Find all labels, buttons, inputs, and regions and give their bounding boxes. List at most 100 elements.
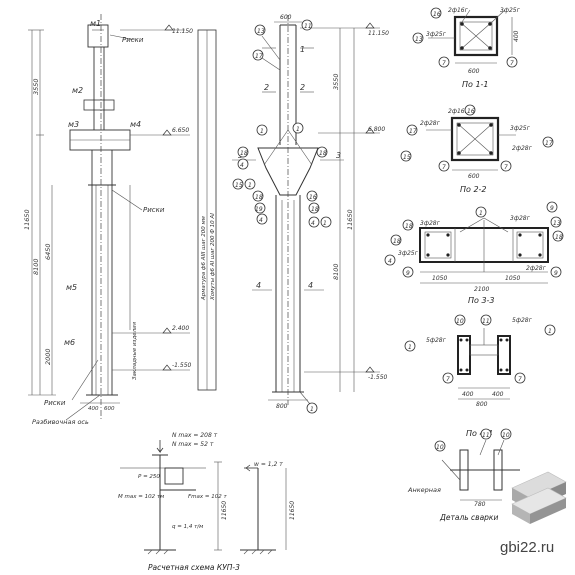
mark-m3: м3	[68, 120, 79, 129]
dim-mid-lower: 8100	[332, 263, 340, 280]
design-scheme-title: Расчетная схема КУП-3	[148, 563, 240, 572]
middle-callouts: 11 13 17 1 1 18 4 18 15 1 18 19 4 16 18 …	[232, 19, 332, 414]
detail-callouts: 10 11 10	[434, 428, 512, 452]
riska-label-mid: Риски	[143, 206, 165, 214]
s4-callout-11: 11	[482, 318, 490, 325]
s4-rebar-b: 5ф28г	[512, 317, 533, 324]
callout-1c: 1	[248, 182, 252, 189]
detail-dim: 780	[474, 501, 486, 508]
s4-callout-7b: 7	[518, 376, 522, 383]
s2-rebar-right: 3ф25г	[510, 125, 531, 132]
cut-label-4a: 4	[256, 281, 261, 290]
dim-col-w2: 600	[104, 406, 115, 412]
cut-label-2a: 2	[300, 83, 305, 92]
riska-label-bottom: Риски	[44, 399, 66, 407]
callout-1b: 1	[296, 126, 300, 133]
s3-width-total: 2100	[474, 286, 489, 293]
section-4-4-title: По 4-4	[466, 429, 493, 438]
s3-width-1: 1050	[432, 275, 447, 282]
elev-top-left: 11.150	[172, 28, 193, 35]
dim-left-b: 2000	[44, 348, 52, 365]
s2-callout-17a: 17	[409, 128, 417, 135]
scheme-fmax: Fmax = 102 т	[188, 494, 227, 500]
callout-4b: 4	[259, 217, 263, 224]
vertical-note-2: Хомуты ф6 АІ шаг 200 Ф 10 АІ	[210, 213, 216, 301]
scheme-nmax: N max = 208 т	[172, 432, 218, 439]
s2-rebar-bottom: 2ф28г	[512, 145, 533, 152]
mark-m5: м5	[66, 283, 77, 292]
s1-callout-13: 13	[415, 36, 423, 43]
s2-rebar-top: 2ф16г	[448, 108, 469, 115]
callout-17a: 17	[255, 53, 263, 60]
dim-mid-top: 600	[280, 14, 292, 21]
s3-rebar-b: 3ф28г	[510, 215, 531, 222]
watermark-logo	[511, 471, 567, 524]
scheme-q: q = 1,4 т/м	[172, 524, 203, 530]
m1-cap	[87, 24, 109, 48]
elev-mid-mid: 6.800	[368, 126, 385, 133]
callout-13a: 13	[257, 28, 265, 35]
callout-18c: 18	[255, 194, 263, 201]
s1-rebar-right: 3ф25г	[500, 7, 521, 14]
s2-callout-16: 16	[467, 108, 475, 115]
dim-left-lower: 8100	[32, 258, 40, 275]
mark-m6: м6	[64, 338, 75, 347]
s4-callout-7a: 7	[446, 376, 450, 383]
callout-1e: 1	[310, 406, 314, 413]
scheme-height-right: 11650	[289, 501, 296, 520]
s2-callout-7a: 7	[442, 164, 446, 171]
section-1-1	[428, 9, 513, 64]
section-3-3-title: По 3-3	[468, 296, 495, 305]
cut-label-1: 1	[300, 45, 305, 54]
s2-callout-17b: 17	[545, 140, 553, 147]
detail-callout-10: 10	[436, 444, 444, 451]
elev-low-left: 2.400	[172, 325, 189, 332]
mark-m1: м1	[90, 19, 101, 28]
elev-bot-mid: -1.550	[368, 374, 388, 381]
s2-callouts: 16 17 15 17 7 7	[400, 104, 554, 172]
s3-rebar-d: 2ф28г	[526, 265, 547, 272]
s1-callout-16: 16	[433, 11, 441, 18]
callout-1d: 1	[323, 220, 327, 227]
s4-callout-1a: 1	[408, 344, 412, 351]
s3-callout-18a: 18	[405, 223, 413, 230]
s2-rebar-left: 2ф28г	[420, 120, 441, 127]
notes-strip	[197, 29, 217, 391]
section-2-2-title: По 2-2	[460, 185, 487, 194]
detail-callout-10b: 10	[502, 432, 510, 439]
s4-callout-10a: 10	[456, 318, 464, 325]
s4-rebar-a: 5ф28г	[426, 337, 447, 344]
dim-left-upper: 3550	[32, 78, 40, 95]
section-4-4	[457, 328, 511, 400]
s4-callouts: 10 11 1 1 7 7	[404, 314, 556, 384]
s1-callout-7a: 7	[442, 60, 446, 67]
callout-16a: 11	[304, 23, 312, 30]
cut-label-2b: 2	[264, 83, 269, 92]
callout-4a: 4	[240, 162, 244, 169]
section-1-1-title: По 1-1	[462, 80, 489, 89]
left-column-elevation	[28, 14, 190, 421]
scheme-w: w = 1,2 т	[254, 461, 283, 468]
watermark-text: gbi22.ru	[500, 539, 554, 556]
callout-4c: 4	[311, 220, 315, 227]
s1-rebar-left: 3ф25г	[426, 31, 447, 38]
s3-width-2: 1050	[505, 275, 520, 282]
s3-callout-18b: 18	[393, 238, 401, 245]
s3-callout-9b: 9	[406, 270, 410, 277]
s3-callouts: 1 18 18 4 9 13 18 9 9	[384, 201, 564, 278]
mark-m2: м2	[72, 86, 83, 95]
s1-height: 400	[513, 30, 520, 42]
embedded-parts-note: Закладные изделия	[132, 321, 138, 380]
layout-axis-label: Разбивочная ось	[32, 418, 89, 426]
s2-callout-15: 15	[403, 154, 411, 161]
dim-left-total: 11650	[23, 209, 31, 230]
s4-width-a: 400	[462, 391, 474, 398]
s3-callout-9a: 9	[550, 205, 554, 212]
s3-callout-4: 4	[388, 258, 392, 265]
s3-callout-13: 13	[553, 220, 561, 227]
scheme-p: P = 250	[138, 474, 160, 480]
s4-width-total: 800	[476, 401, 488, 408]
s4-width-b: 400	[492, 391, 504, 398]
detail-callout-11: 11	[482, 432, 490, 439]
callout-18a: 18	[240, 150, 248, 157]
